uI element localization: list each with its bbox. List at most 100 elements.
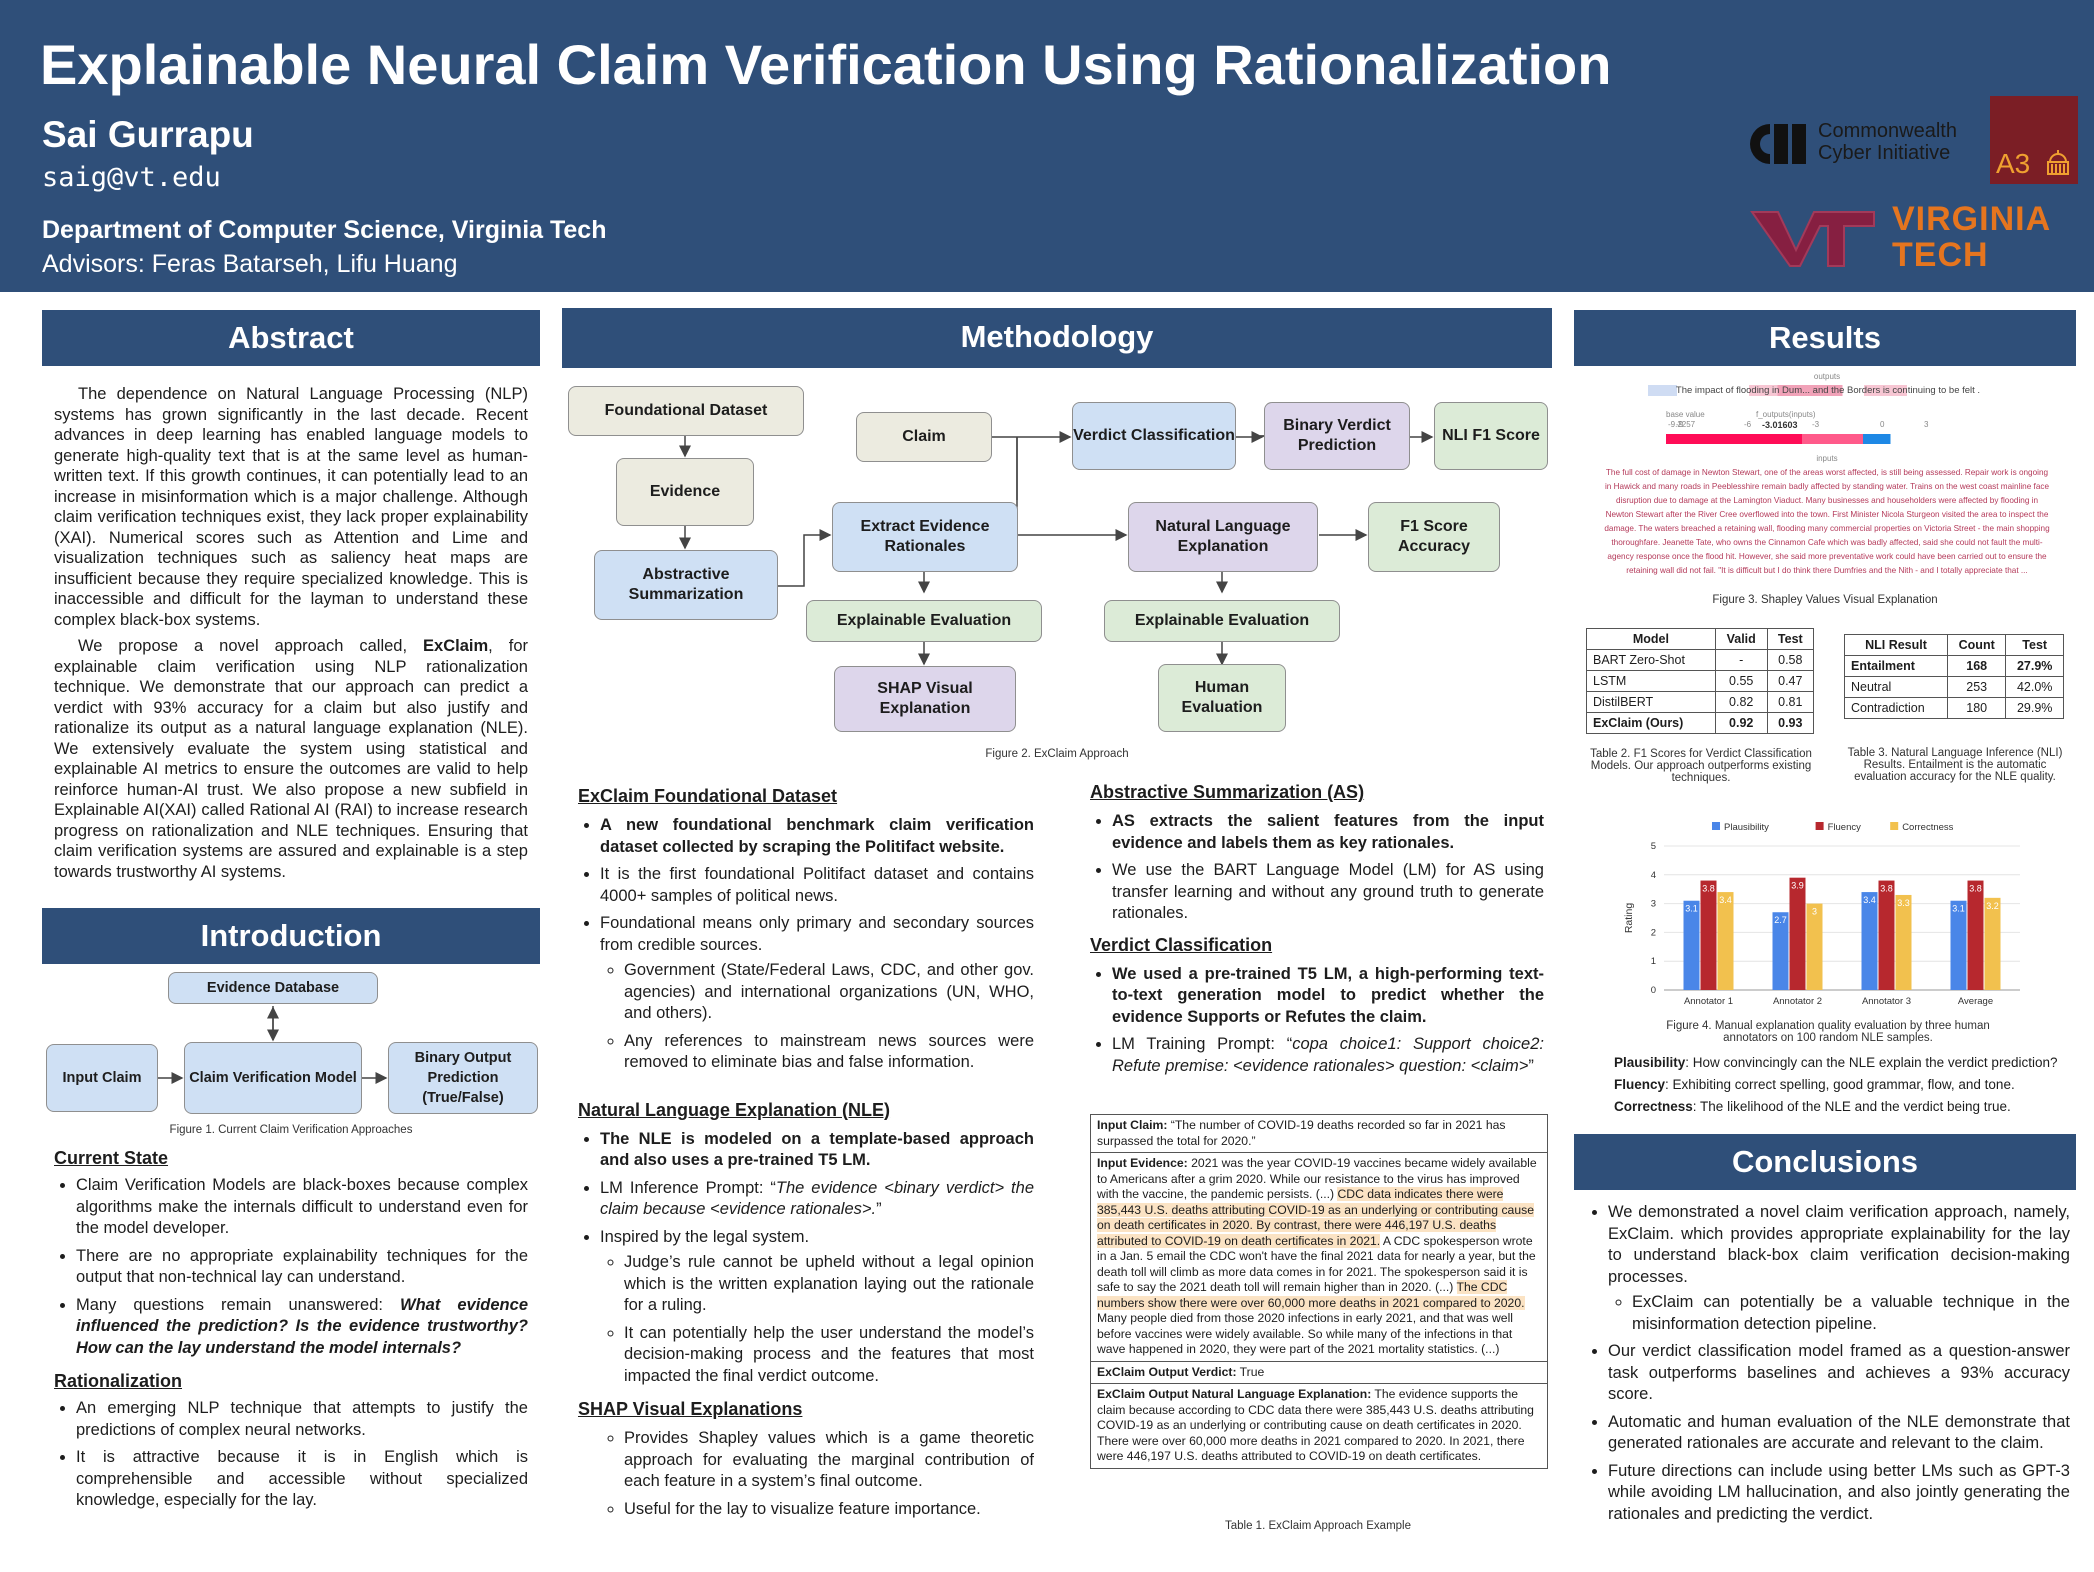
cell: 42.0% bbox=[2005, 676, 2064, 698]
vt-logo: VIRGINIA TECH bbox=[1748, 200, 2078, 276]
ds-1: A new foundational benchmark claim verif… bbox=[600, 816, 1034, 856]
bar bbox=[1806, 903, 1823, 990]
table-1-caption: Table 1. ExClaim Approach Example bbox=[1224, 1520, 1411, 1532]
bar bbox=[1878, 880, 1895, 990]
fig2-shap-visual: SHAP Visual Explanation bbox=[834, 666, 1016, 732]
a3-text: A3 bbox=[1996, 148, 2031, 179]
legend-swatch bbox=[1712, 822, 1720, 830]
results-heading: Results bbox=[1574, 310, 2076, 366]
cell: Neutral bbox=[1843, 676, 1949, 698]
introduction-heading: Introduction bbox=[42, 908, 540, 964]
vt-line2: TECH bbox=[1892, 236, 1989, 274]
shap-top-text: The impact of flooding in Dum... and the… bbox=[1648, 385, 2008, 396]
bar-value-label: 2.7 bbox=[1774, 915, 1787, 925]
list-item: There are no appropriate explainability … bbox=[76, 1246, 528, 1289]
shap-list: Provides Shapley values which is a game … bbox=[578, 1428, 1034, 1520]
nle-2-post: ” bbox=[876, 1200, 882, 1218]
shap-force-bar bbox=[1666, 434, 2006, 444]
x-tick-label: Annotator 2 bbox=[1773, 996, 1822, 1007]
shap-body-text: The full cost of damage in Newton Stewar… bbox=[1604, 468, 2050, 575]
bar-value-label: 3.9 bbox=[1791, 881, 1804, 891]
input-claim-label: Input Claim: bbox=[1097, 1118, 1168, 1132]
bar bbox=[1683, 900, 1700, 990]
list-item: We use the BART Language Model (LM) for … bbox=[1112, 860, 1544, 925]
ds-3: Foundational means only primary and seco… bbox=[600, 914, 1034, 954]
cell: 0.92 bbox=[1714, 712, 1768, 734]
x-tick-label: Average bbox=[1958, 996, 1993, 1007]
fig2-nle: Natural Language Explanation bbox=[1128, 502, 1318, 572]
cci-mark-icon bbox=[1750, 124, 1806, 164]
methodology-right: Abstractive Summarization (AS) AS extrac… bbox=[1090, 782, 1544, 1083]
rationalization-list: An emerging NLP technique that attempts … bbox=[54, 1398, 528, 1512]
y-tick-label: 3 bbox=[1651, 899, 1656, 910]
poster-header: Explainable Neural Claim Verification Us… bbox=[0, 0, 2094, 292]
cell: LSTM bbox=[1586, 670, 1716, 692]
cell: BART Zero-Shot bbox=[1586, 649, 1716, 671]
figure-3-caption: Figure 3. Shapley Values Visual Explanat… bbox=[1712, 594, 1938, 606]
vc-2-post: ” bbox=[1528, 1056, 1534, 1075]
table-header: Test bbox=[2005, 634, 2064, 656]
cci-line1: Commonwealth bbox=[1818, 120, 1957, 142]
y-tick-label: 0 bbox=[1651, 985, 1656, 996]
legend-swatch bbox=[1815, 822, 1824, 830]
introduction-heading-text: Introduction bbox=[200, 918, 382, 953]
methodology-left: ExClaim Foundational Dataset A new found… bbox=[578, 786, 1034, 1526]
list-item: We used a pre-trained T5 LM, a high-perf… bbox=[1112, 964, 1544, 1029]
cell: DistilBERT bbox=[1586, 691, 1716, 713]
legend-label: Fluency bbox=[1828, 822, 1862, 833]
def-text: : How convincingly can the NLE explain t… bbox=[1685, 1055, 2058, 1070]
fig2-f1-accuracy: F1 Score Accuracy bbox=[1368, 502, 1500, 572]
list-item: Many questions remain unanswered: What e… bbox=[76, 1295, 528, 1360]
a3-logo: A3 bbox=[1990, 96, 2078, 184]
list-item: It is attractive because it is in Englis… bbox=[76, 1447, 528, 1512]
example-input-evidence: Input Evidence: 2021 was the year COVID-… bbox=[1091, 1153, 1547, 1362]
intro-text: Current State Claim Verification Models … bbox=[54, 1148, 528, 1518]
as-heading: Abstractive Summarization (AS) bbox=[1090, 782, 1365, 802]
shap-tick: -3 bbox=[1812, 420, 1820, 429]
input-evidence-label: Input Evidence: bbox=[1097, 1156, 1188, 1170]
x-tick-label: Annotator 1 bbox=[1684, 996, 1733, 1007]
abstract-heading: Abstract bbox=[42, 310, 540, 366]
author-name: Sai Gurrapu bbox=[42, 114, 254, 155]
abstract-p2: We propose a novel approach called, ExCl… bbox=[54, 636, 528, 882]
x-tick-label: Annotator 3 bbox=[1862, 996, 1911, 1007]
c-1: We demonstrated a novel claim verificati… bbox=[1608, 1203, 2070, 1286]
vt-line1: VIRGINIA bbox=[1892, 200, 2052, 238]
bar-value-label: 3.1 bbox=[1952, 904, 1965, 914]
abstract-heading-text: Abstract bbox=[228, 320, 354, 355]
list-item: Provides Shapley values which is a game … bbox=[624, 1428, 1034, 1493]
table-1-example: Input Claim: “The number of COVID-19 dea… bbox=[1090, 1114, 1548, 1469]
table-2-caption: Table 2. F1 Scores for Verdict Classific… bbox=[1590, 748, 1812, 784]
fig2-human-eval: Human Evaluation bbox=[1158, 664, 1286, 732]
fig2-explainable-eval-1: Explainable Evaluation bbox=[806, 600, 1042, 642]
def-label: Correctness bbox=[1614, 1099, 1693, 1114]
author-email: saig@vt.edu bbox=[42, 162, 221, 193]
list-item: Inspired by the legal system. Judge’s ru… bbox=[600, 1227, 1034, 1388]
table-row: BART Zero-Shot-0.58 bbox=[1586, 649, 1815, 671]
fig2-binary-verdict: Binary Verdict Prediction bbox=[1264, 402, 1410, 470]
as-list: AS extracts the salient features from th… bbox=[1090, 811, 1544, 925]
conclusions-heading-text: Conclusions bbox=[1731, 1144, 1918, 1179]
rationalization-heading: Rationalization bbox=[54, 1371, 183, 1391]
y-tick-label: 4 bbox=[1651, 870, 1656, 881]
cell: 0.81 bbox=[1766, 691, 1815, 713]
nle-1: The NLE is modeled on a template-based a… bbox=[600, 1129, 1034, 1170]
nle-2-pre: LM Inference Prompt: “ bbox=[600, 1178, 776, 1197]
def-plausibility: Plausibility: How convincingly can the N… bbox=[1614, 1052, 2064, 1074]
evidence-part: A CDC spokesperson wrote in a Jan. 5 ema… bbox=[1097, 1233, 1536, 1295]
shap-base-label: base value bbox=[1666, 410, 1705, 419]
cell: Contradiction bbox=[1843, 697, 1949, 719]
figure-2-diagram: Foundational Dataset Evidence Abstractiv… bbox=[562, 380, 1552, 740]
bar-value-label: 3.8 bbox=[1702, 884, 1715, 894]
fig2-foundational-dataset: Foundational Dataset bbox=[568, 386, 804, 436]
list-item: We demonstrated a novel claim verificati… bbox=[1608, 1202, 2070, 1335]
cell: 0.55 bbox=[1714, 670, 1768, 692]
legend-label: Correctness bbox=[1902, 822, 1953, 833]
def-correctness: Correctness: The likelihood of the NLE a… bbox=[1614, 1096, 2064, 1118]
department: Department of Computer Science, Virginia… bbox=[42, 216, 607, 244]
cell: 27.9% bbox=[2005, 655, 2064, 677]
dataset-heading: ExClaim Foundational Dataset bbox=[578, 786, 838, 806]
